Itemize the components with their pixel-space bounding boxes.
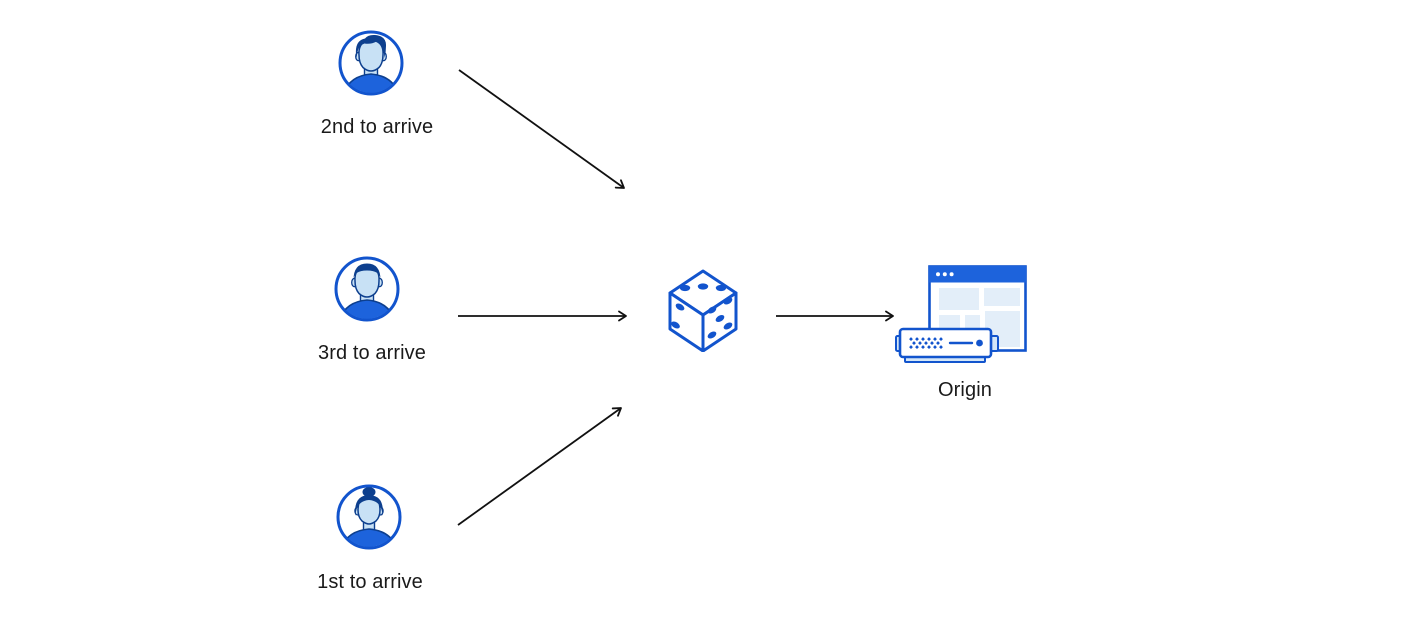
server-icon	[895, 327, 999, 363]
female-avatar-icon	[336, 484, 402, 550]
arrow-first-to-dice	[457, 407, 622, 526]
dice-icon	[668, 269, 738, 352]
node-label-third: 3rd to arrive	[317, 342, 426, 364]
node-label-second: 2nd to arrive	[320, 116, 434, 138]
arrow-second-to-dice	[458, 69, 625, 189]
node-label-origin: Origin	[938, 379, 992, 401]
male-avatar-icon	[338, 30, 404, 96]
node-label-first: 1st to arrive	[317, 571, 423, 593]
male-avatar-icon	[334, 256, 400, 322]
